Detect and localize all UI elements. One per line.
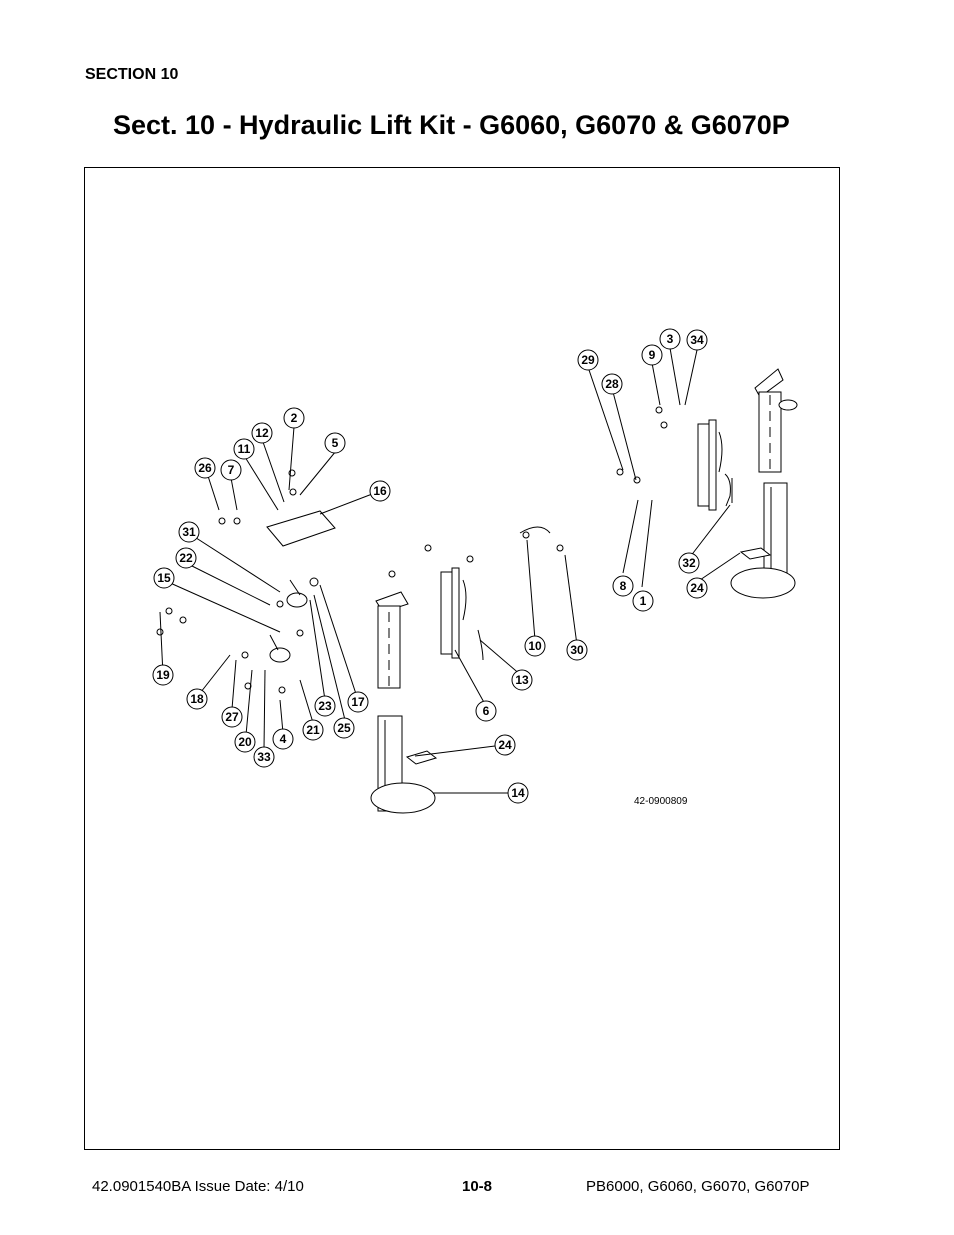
svg-text:18: 18	[190, 692, 204, 706]
fittings-small	[156, 406, 668, 694]
svg-text:27: 27	[225, 710, 239, 724]
svg-text:11: 11	[238, 442, 251, 456]
callout-24-upper: 24	[686, 577, 708, 599]
svg-text:31: 31	[182, 525, 196, 539]
callout-18: 18	[186, 688, 208, 710]
svg-text:25: 25	[337, 721, 351, 735]
svg-text:26: 26	[198, 461, 212, 475]
mount-plate	[266, 510, 336, 547]
hose-13	[477, 629, 484, 661]
valve-assembly-upper	[276, 577, 319, 608]
callout-29: 29	[577, 349, 599, 371]
svg-text:3: 3	[667, 332, 674, 346]
callout-4: 4	[272, 728, 294, 750]
callout-26: 26	[194, 457, 216, 479]
center-cylinder	[440, 567, 467, 659]
callout-16: 16	[369, 480, 391, 502]
callout-1: 1	[632, 590, 654, 612]
svg-text:22: 22	[179, 551, 193, 565]
callout-15: 15	[153, 567, 175, 589]
footer-doc-number: 42.0901540BA Issue Date: 4/10	[92, 1178, 304, 1195]
svg-text:32: 32	[682, 556, 696, 570]
svg-text:13: 13	[515, 673, 529, 687]
svg-text:21: 21	[306, 723, 320, 737]
leader-lines	[159, 347, 741, 794]
svg-text:15: 15	[157, 571, 171, 585]
callout-31: 31	[178, 521, 200, 543]
svg-text:28: 28	[605, 377, 619, 391]
svg-text:19: 19	[156, 668, 170, 682]
callout-14: 14	[507, 782, 529, 804]
svg-text:23: 23	[318, 699, 332, 713]
callout-32: 32	[678, 552, 700, 574]
svg-text:17: 17	[351, 695, 365, 709]
callout-6: 6	[475, 700, 497, 722]
right-stand	[730, 482, 796, 599]
svg-text:12: 12	[255, 426, 269, 440]
svg-text:20: 20	[238, 735, 252, 749]
svg-text:24: 24	[498, 738, 512, 752]
svg-text:29: 29	[581, 353, 595, 367]
callout-30: 30	[566, 639, 588, 661]
svg-text:14: 14	[511, 786, 525, 800]
callout-17: 17	[347, 691, 369, 713]
valve-assembly-lower	[241, 629, 304, 663]
callout-balloons: 1 2 3 4 5 6 7 8 9 10 11 12 13 14 15 16 1…	[152, 328, 708, 804]
callout-23: 23	[314, 695, 336, 717]
svg-text:2: 2	[291, 411, 298, 425]
footer-models: PB6000, G6060, G6070, G6070P	[586, 1178, 810, 1195]
callout-2: 2	[283, 407, 305, 429]
svg-text:1: 1	[640, 594, 647, 608]
callout-12: 12	[251, 422, 273, 444]
svg-text:33: 33	[257, 750, 271, 764]
callout-24-lower: 24	[494, 734, 516, 756]
svg-text:7: 7	[228, 463, 235, 477]
callout-33: 33	[253, 746, 275, 768]
callout-25: 25	[333, 717, 355, 739]
callout-10: 10	[524, 635, 546, 657]
callout-28: 28	[601, 373, 623, 395]
callout-27: 27	[221, 706, 243, 728]
drawing-number: 42-0900809	[634, 796, 688, 807]
svg-text:5: 5	[332, 436, 339, 450]
callout-3: 3	[659, 328, 681, 350]
upper-column	[754, 368, 798, 473]
page-title: Sect. 10 - Hydraulic Lift Kit - G6060, G…	[113, 110, 790, 140]
callout-22: 22	[175, 547, 197, 569]
center-column	[375, 591, 409, 689]
callout-21: 21	[302, 719, 324, 741]
callout-34: 34	[686, 329, 708, 351]
diagram-frame	[84, 167, 840, 1150]
svg-text:34: 34	[690, 333, 704, 347]
svg-text:4: 4	[280, 732, 287, 746]
callout-11: 11	[233, 438, 255, 460]
callout-5: 5	[324, 432, 346, 454]
callout-13: 13	[511, 669, 533, 691]
svg-text:9: 9	[649, 348, 656, 362]
callout-20: 20	[234, 731, 256, 753]
callout-8: 8	[612, 575, 634, 597]
footer-page-number: 10-8	[462, 1178, 493, 1195]
callout-19: 19	[152, 664, 174, 686]
svg-text:10: 10	[528, 639, 542, 653]
svg-text:24: 24	[690, 581, 704, 595]
callout-9: 9	[641, 344, 663, 366]
section-label: SECTION 10	[85, 66, 179, 83]
svg-text:16: 16	[373, 484, 387, 498]
hose-10	[519, 526, 551, 534]
callout-7: 7	[220, 459, 242, 481]
svg-text:8: 8	[620, 579, 627, 593]
right-cylinder	[697, 419, 731, 511]
svg-text:6: 6	[483, 704, 490, 718]
bottom-stand	[370, 715, 438, 814]
svg-text:30: 30	[570, 643, 584, 657]
